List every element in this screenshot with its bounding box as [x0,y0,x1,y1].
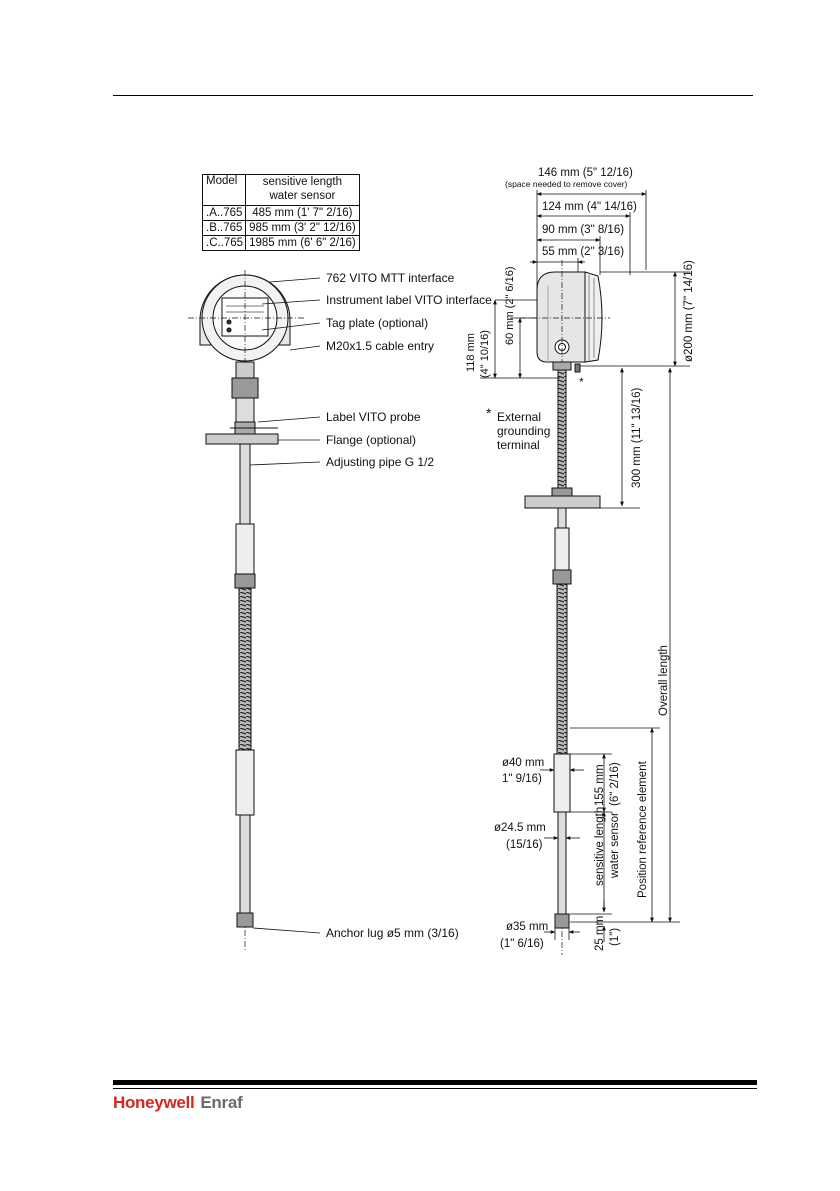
side-left-dimension-labels: 60 mm (2" 6/16) 118 mm (4" 10/16) [465,267,516,379]
callout-mtt-interface: 762 VITO MTT interface [326,271,455,285]
dim-124: 124 mm (4" 14/16) [542,201,637,213]
dim-300: 300 mm (11" 13/16) [631,387,643,488]
front-neck [235,361,255,379]
grounding-note: * * External grounding terminal [486,375,584,452]
front-view [188,270,305,950]
side-view [520,260,610,955]
side-sleeve [554,527,570,571]
front-sleeve [235,523,255,575]
dim-35-a: ø35 mm [506,921,548,933]
table-cell-model: .C..765 [201,235,247,251]
callout-flange: Flange (optional) [326,433,416,447]
dim-55: 55 mm (2" 3/16) [542,246,624,258]
table-cell-length: 1985 mm (6' 6" 2/16) [245,235,360,251]
grounding-star: * [486,405,492,421]
side-right-dimensions [570,271,690,942]
dim-118-b: (4" 10/16) [479,330,491,378]
table-header-length-line1: sensitive length [262,176,343,188]
front-flange [205,433,279,445]
dim-155-b: (6" 2/16) [609,762,621,806]
side-right-dimension-labels: ø200 mm (7" 14/16) 300 mm (11" 13/16) Ov… [594,260,695,951]
callout-cable-entry: M20x1.5 cable entry [326,339,434,353]
header-rule [113,95,753,96]
grounding-line3: terminal [497,438,540,452]
table-row: .C..765 1985 mm (6' 6" 2/16) [201,235,360,251]
footer-rule-thin [113,1088,757,1089]
table-cell-model: .B..765 [201,220,247,236]
table-header-model: Model [201,174,247,206]
dim-60: 60 mm (2" 6/16) [504,267,516,346]
dim-35-b: (1" 6/16) [500,938,544,950]
callout-tag-plate: Tag plate (optional) [326,316,428,330]
dim-40-b: 1" 9/16) [502,773,542,785]
callout-anchor-lug: Anchor lug ø5 mm (3/16) [326,926,459,940]
table-header-row: Model sensitive length water sensor [201,174,360,206]
side-left-dimensions [480,299,560,379]
dim-sensitive-b: water sensor [609,812,621,879]
front-element [235,749,255,816]
side-diameter-labels: ø40 mm 1" 9/16) ø24.5 mm (15/16) ø35 mm … [494,757,548,950]
callout-adjusting-pipe: Adjusting pipe G 1/2 [326,455,434,469]
dim-155-a: 155 mm [594,764,606,806]
grounding-star-side: * [579,375,584,389]
dim-118-a: 118 mm [465,333,477,372]
side-flange [524,495,601,509]
footer-brand: Honeywell [113,1093,195,1112]
side-hose [556,583,568,755]
front-callout-leaders [249,277,321,934]
table-header-length: sensitive length water sensor [245,174,360,206]
front-callouts: 762 VITO MTT interface Instrument label … [326,271,492,940]
dim-146: 146 mm (5" 12/16) [538,167,633,179]
dim-25-a: 25 mm [594,916,606,951]
front-anchor-lug [236,912,254,928]
footer-logo: Honeywell Enraf [113,1093,243,1113]
side-diameter-dimensions [540,768,584,940]
callout-label-probe: Label VITO probe [326,410,421,424]
footer-rule-thick [113,1080,757,1085]
side-anchor-lug [554,913,570,929]
dim-24-5-a: ø24.5 mm [494,822,546,834]
front-hose [238,587,252,751]
grounding-line1: External [497,410,541,424]
grounding-line2: grounding [497,424,550,438]
footer-brand-sub: Enraf [200,1093,243,1112]
model-table: Model sensitive length water sensor .A..… [201,174,360,251]
dim-25-b: (1") [609,928,621,946]
side-top-dimensions [530,190,647,290]
side-top-dimension-labels: 146 mm (5" 12/16) (space needed to remov… [505,167,637,258]
side-element [553,753,571,813]
dim-40-a: ø40 mm [502,757,544,769]
front-nut [231,377,259,399]
table-header-length-line2: water sensor [269,190,336,202]
dim-sensitive-a: sensitive length [594,807,606,886]
side-pipe [557,369,567,491]
front-pipe [239,443,251,525]
dim-24-5-b: (15/16) [506,839,543,851]
dim-90: 90 mm (3" 8/16) [542,224,624,236]
callout-instrument-label: Instrument label VITO interface [326,293,492,307]
dim-146-note: (space needed to remove cover) [505,179,628,189]
dim-200: ø200 mm (7" 14/16) [683,260,695,362]
dim-position-reference: Position reference element [637,760,649,898]
table-row: .A..765 485 mm (1' 7" 2/16) [201,205,360,221]
table-cell-length: 485 mm (1' 7" 2/16) [245,205,360,221]
dim-overall-length: Overall length [658,645,670,716]
